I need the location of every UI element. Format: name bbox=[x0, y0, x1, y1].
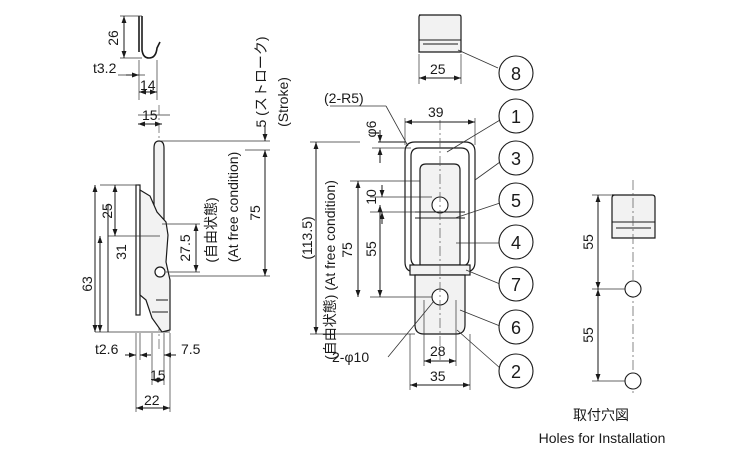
holes-latch-outline bbox=[611, 194, 656, 239]
balloon-3: 3 bbox=[498, 140, 534, 176]
svg-text:7: 7 bbox=[511, 275, 521, 295]
holes-caption-jp: 取付穴図 bbox=[573, 407, 629, 423]
dim-25: 25 bbox=[99, 203, 115, 219]
balloon-6: 6 bbox=[498, 309, 534, 345]
dim-39: 39 bbox=[428, 104, 444, 120]
dim-t3.2: t3.2 bbox=[93, 60, 117, 76]
dim-14: 14 bbox=[140, 77, 156, 93]
dim-t2.6: t2.6 bbox=[95, 341, 119, 357]
stroke-dim-jp: 5 (ストローク) bbox=[253, 37, 269, 128]
dim-2-phi10: 2-φ10 bbox=[332, 349, 369, 365]
hook-profile bbox=[141, 16, 161, 59]
balloon-4: 4 bbox=[498, 224, 534, 260]
dim-27.5: 27.5 bbox=[177, 234, 193, 261]
overall-113.5: (113.5) bbox=[299, 216, 315, 259]
dim-phi6: φ6 bbox=[363, 120, 379, 137]
svg-text:5: 5 bbox=[511, 191, 521, 211]
dim-63: 63 bbox=[79, 276, 95, 292]
free-condition-jp-side: (自由状態) bbox=[203, 197, 219, 262]
dim-25-top: 25 bbox=[430, 61, 446, 77]
holes-caption-en: Holes for Installation bbox=[539, 430, 666, 446]
svg-text:2: 2 bbox=[511, 362, 521, 382]
dim-35: 35 bbox=[430, 368, 446, 384]
dim-22: 22 bbox=[144, 392, 160, 408]
dim-75-side: 75 bbox=[247, 205, 263, 221]
balloon-callouts: 8 1 3 5 4 7 6 2 bbox=[446, 49, 534, 389]
balloon-2: 2 bbox=[498, 353, 534, 389]
svg-text:6: 6 bbox=[511, 318, 521, 338]
dim-55-front: 55 bbox=[363, 241, 379, 257]
free-condition-front: (自由状態) (At free condition) bbox=[322, 180, 338, 360]
svg-text:4: 4 bbox=[511, 233, 521, 253]
stroke-en: (Stroke) bbox=[275, 77, 291, 127]
dim-75-front: 75 bbox=[339, 242, 355, 258]
mount-hole-bottom bbox=[624, 372, 642, 390]
dim-10: 10 bbox=[363, 189, 379, 205]
body-side bbox=[139, 188, 171, 333]
svg-text:3: 3 bbox=[511, 149, 521, 169]
dim-26: 26 bbox=[105, 30, 121, 46]
svg-text:1: 1 bbox=[511, 107, 521, 127]
dim-31: 31 bbox=[113, 244, 129, 260]
side-view: 26 t3.2 14 15 25 31 63 27.5 t2.6 7.5 15 … bbox=[79, 15, 291, 412]
hole-dim-55-top: 55 bbox=[580, 234, 596, 250]
dim-28: 28 bbox=[430, 343, 446, 359]
dim-7.5: 7.5 bbox=[181, 341, 201, 357]
part-8-detail bbox=[418, 14, 462, 53]
balloon-7: 7 bbox=[498, 266, 534, 302]
balloon-1: 1 bbox=[498, 98, 534, 134]
free-condition-en-side: (At free condition) bbox=[225, 152, 241, 263]
dim-15-bottom: 15 bbox=[150, 367, 166, 383]
balloon-5: 5 bbox=[498, 182, 534, 218]
front-view: (2-R5) 39 φ6 10 75 55 28 35 2-φ10 25 (11… bbox=[299, 14, 476, 390]
dim-15-top: 15 bbox=[142, 107, 158, 123]
hole-dim-55-bottom: 55 bbox=[580, 327, 596, 343]
mount-hole-top bbox=[624, 280, 642, 298]
balloon-8: 8 bbox=[498, 55, 534, 91]
dim-2-r5: (2-R5) bbox=[324, 90, 364, 106]
holes-view: 55 55 取付穴図 Holes for Installation bbox=[539, 180, 666, 446]
svg-text:8: 8 bbox=[511, 64, 521, 84]
